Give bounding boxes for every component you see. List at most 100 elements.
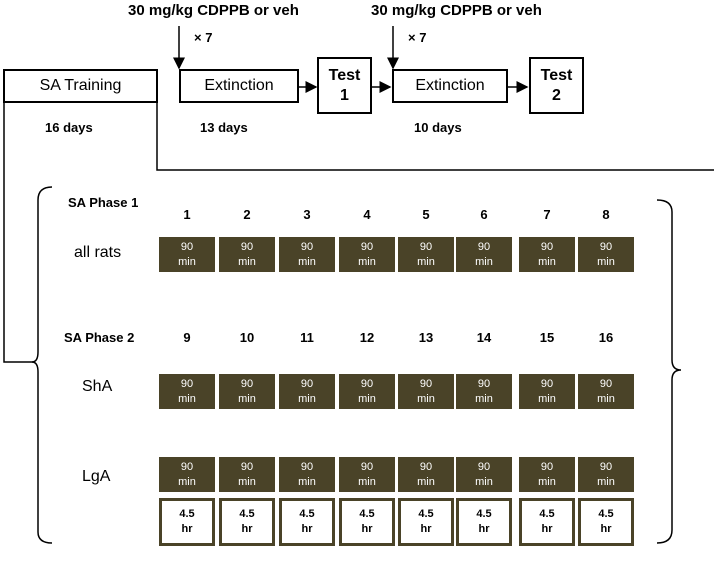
sha-session-5-value: 90: [419, 377, 433, 390]
sha-session-6-value: 90: [477, 377, 491, 390]
lga-extra-session-8: 4.5 hr: [578, 498, 634, 546]
sha-session-8-unit: min: [597, 392, 615, 405]
left-brace: [31, 186, 53, 544]
lga-session-3-unit: min: [298, 475, 316, 488]
all-rats-session-3-unit: min: [298, 255, 316, 268]
sha-session-2-unit: min: [238, 392, 256, 405]
test-1-box: Test 1: [317, 57, 372, 114]
lga-extra-session-5: 4.5 hr: [398, 498, 454, 546]
phase-1-day-2: 2: [243, 207, 251, 222]
sha-session-4-value: 90: [360, 377, 374, 390]
lga-extra-session-5-value: 4.5: [418, 508, 434, 520]
test-2-box: Test 2: [529, 57, 584, 114]
sha-session-1-value: 90: [180, 377, 194, 390]
all-rats-session-7-unit: min: [538, 255, 556, 268]
lga-session-5-value: 90: [419, 460, 433, 473]
phase-2-day-11: 11: [300, 330, 314, 345]
lga-session-2-value: 90: [240, 460, 254, 473]
all-rats-session-5: 90 min: [398, 237, 454, 272]
all-rats-session-2-value: 90: [240, 240, 254, 253]
all-rats-session-6: 90 min: [456, 237, 512, 272]
extinction-2-box: Extinction: [392, 69, 508, 103]
right-brace: [656, 199, 682, 544]
all-rats-session-2-unit: min: [238, 255, 256, 268]
phase-2-day-9: 9: [183, 330, 191, 345]
phase-1-day-8: 8: [602, 207, 610, 222]
lga-extra-session-3-unit: hr: [301, 523, 313, 535]
repeat-label-2: × 7: [408, 30, 427, 45]
lga-session-2: 90 min: [219, 457, 275, 492]
lga-session-2-unit: min: [238, 475, 256, 488]
lga-extra-session-3-value: 4.5: [299, 508, 315, 520]
sha-session-8-value: 90: [599, 377, 613, 390]
phase-1-day-3: 3: [303, 207, 311, 222]
all-rats-session-6-value: 90: [477, 240, 491, 253]
lga-session-7-value: 90: [540, 460, 554, 473]
lga-session-7: 90 min: [519, 457, 575, 492]
extinction-1-box: Extinction: [179, 69, 299, 103]
lga-session-1-value: 90: [180, 460, 194, 473]
phase-1-day-6: 6: [480, 207, 488, 222]
sha-session-7-unit: min: [538, 392, 556, 405]
extinction-2-label: Extinction: [415, 77, 485, 94]
extinction-2-days: 10 days: [414, 120, 462, 135]
phase-1-day-1: 1: [183, 207, 191, 222]
sha-session-6-unit: min: [475, 392, 493, 405]
dose-label-1: 30 mg/kg CDPPB or veh: [128, 2, 299, 19]
phase-2-day-10: 10: [239, 330, 255, 345]
lga-extra-session-8-value: 4.5: [598, 508, 614, 520]
lga-extra-session-8-unit: hr: [600, 523, 612, 535]
lga-extra-session-5-unit: hr: [420, 523, 432, 535]
lga-session-5-unit: min: [417, 475, 435, 488]
all-rats-session-8-unit: min: [597, 255, 615, 268]
phase-2-day-15: 15: [539, 330, 555, 345]
sha-session-5: 90 min: [398, 374, 454, 409]
expansion-line-right: [156, 101, 714, 171]
sa-training-days: 16 days: [45, 120, 93, 135]
group-all-rats-label: all rats: [74, 244, 122, 261]
test-1-number: 1: [340, 86, 349, 104]
sha-session-5-unit: min: [417, 392, 435, 405]
all-rats-session-5-unit: min: [417, 255, 435, 268]
sa-training-box: SA Training: [3, 69, 158, 103]
sha-session-1: 90 min: [159, 374, 215, 409]
phase-2-label: SA Phase 2: [64, 330, 135, 345]
sha-session-1-unit: min: [178, 392, 196, 405]
lga-extra-session-4-unit: hr: [361, 523, 373, 535]
phase-1-day-7: 7: [543, 207, 551, 222]
phase-2-day-12: 12: [359, 330, 375, 345]
lga-session-4-unit: min: [358, 475, 376, 488]
lga-extra-session-3: 4.5 hr: [279, 498, 335, 546]
lga-extra-session-2-unit: hr: [241, 523, 253, 535]
test-2-number: 2: [552, 86, 561, 104]
phase-2-day-16: 16: [598, 330, 614, 345]
phase-2-day-14: 14: [476, 330, 492, 345]
extinction-1-days: 13 days: [200, 120, 248, 135]
lga-session-6-unit: min: [475, 475, 493, 488]
test-1-title: Test: [328, 66, 361, 84]
all-rats-session-1-unit: min: [178, 255, 196, 268]
phase-2-day-13: 13: [418, 330, 434, 345]
all-rats-session-5-value: 90: [419, 240, 433, 253]
expansion-line-left: [3, 101, 34, 363]
phase-1-label: SA Phase 1: [68, 195, 139, 210]
lga-session-7-unit: min: [538, 475, 556, 488]
sha-session-3-value: 90: [300, 377, 314, 390]
phase-1-day-4: 4: [363, 207, 371, 222]
sha-session-8: 90 min: [578, 374, 634, 409]
all-rats-session-6-unit: min: [475, 255, 493, 268]
lga-extra-session-7-unit: hr: [541, 523, 553, 535]
